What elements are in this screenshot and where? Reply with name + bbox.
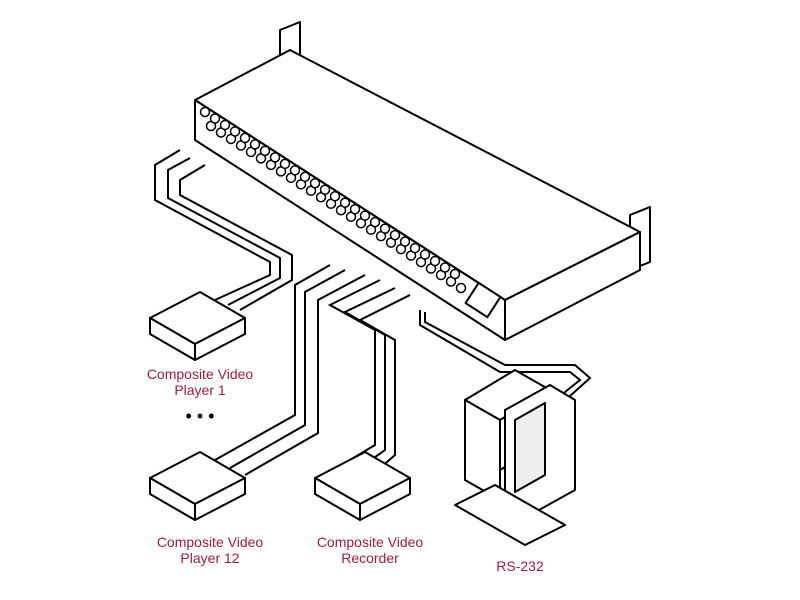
bnc-connector: [349, 203, 361, 215]
devices: [149, 291, 576, 546]
computer: [454, 369, 576, 546]
cable-player1: [154, 149, 271, 301]
power-inlet: [464, 281, 502, 319]
matrix-switcher: [194, 21, 651, 341]
bnc-connector: [199, 106, 211, 118]
bnc-connector: [449, 268, 461, 280]
bnc-connector: [359, 210, 371, 221]
bnc-connector: [429, 255, 441, 267]
pc-keyboard: [454, 484, 566, 546]
bnc-connector: [209, 113, 221, 124]
player-12-device: [149, 451, 246, 521]
bnc-connector: [419, 249, 431, 260]
bnc-connector: [339, 197, 351, 208]
bnc-connector: [299, 171, 311, 183]
bnc-connector: [289, 165, 301, 176]
bnc-connectors: [199, 106, 467, 294]
label-player-12: Composite Video Player 12: [140, 534, 280, 566]
bnc-connector: [249, 139, 261, 150]
cables: [154, 149, 592, 476]
bnc-connector: [319, 184, 331, 196]
label-line: Player 1: [174, 382, 226, 398]
bnc-connector: [439, 262, 451, 273]
ellipsis: • • •: [185, 406, 215, 426]
cable-player12: [214, 264, 331, 461]
bnc-connector: [379, 223, 391, 234]
label-player-1: Composite Video Player 1: [130, 366, 270, 398]
label-line: Player 12: [180, 550, 240, 566]
switcher-side: [504, 231, 641, 341]
label-line: Recorder: [341, 550, 399, 566]
label-recorder: Composite Video Recorder: [300, 534, 440, 566]
bnc-connector: [239, 132, 251, 144]
label-line: Composite Video: [146, 366, 254, 382]
bnc-connector: [269, 152, 281, 163]
label-rs232: RS-232: [496, 558, 544, 574]
bnc-connector: [219, 119, 231, 131]
bnc-connector: [409, 242, 421, 254]
bnc-connector: [329, 190, 341, 202]
bnc-connector: [455, 282, 467, 294]
bnc-connector: [369, 216, 381, 228]
bnc-connector: [279, 158, 291, 170]
label-line: Composite Video: [316, 534, 424, 550]
player-1-device: [149, 291, 246, 361]
bnc-connector: [259, 145, 271, 157]
bnc-connector: [229, 126, 241, 137]
recorder-device: [314, 451, 411, 521]
cable-rs232: [419, 310, 582, 401]
bnc-connector: [309, 178, 321, 189]
label-line: Composite Video: [156, 534, 264, 550]
bnc-connector: [399, 236, 411, 247]
bnc-connector: [389, 229, 401, 241]
